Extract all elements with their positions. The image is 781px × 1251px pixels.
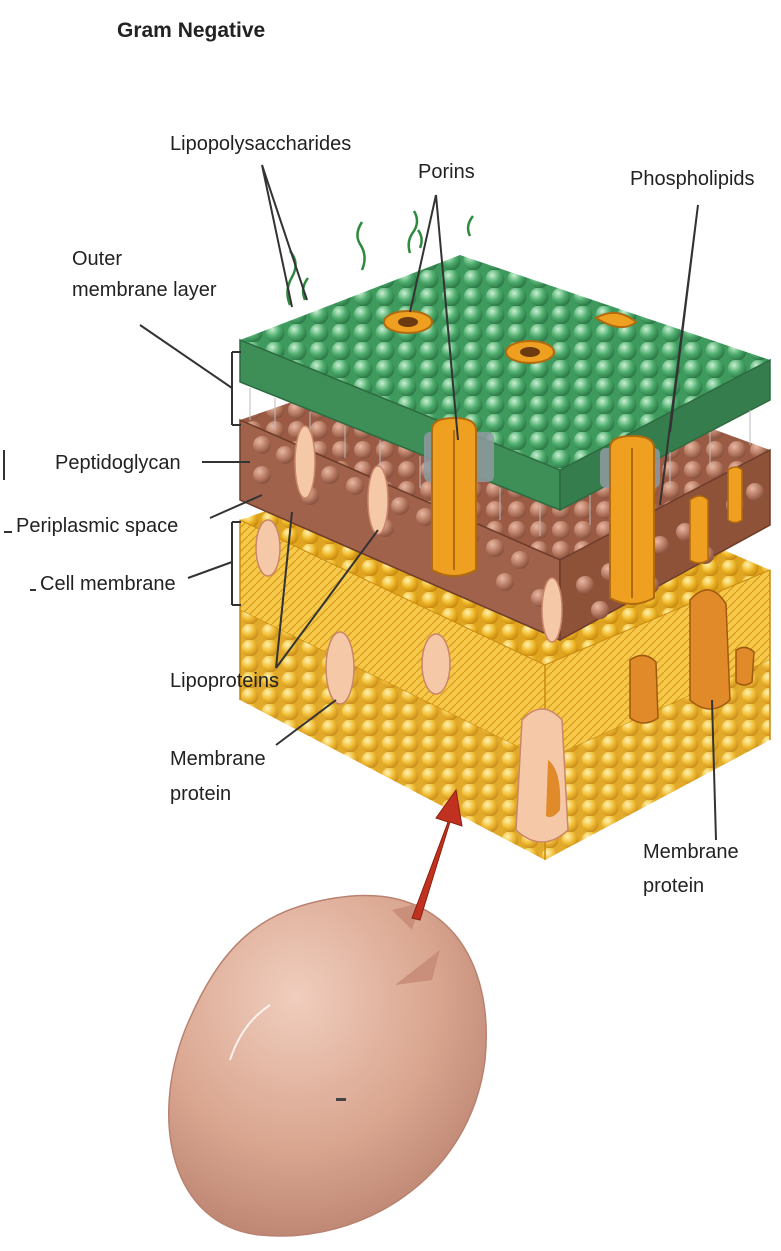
label-phospholipids: Phospholipids <box>630 168 755 190</box>
label-lipoproteins: Lipoproteins <box>170 670 279 692</box>
zoom-arrow <box>412 790 462 920</box>
diagram-title: Gram Negative <box>117 19 265 42</box>
label-membrane-protein-left-line1: Membrane <box>170 748 266 770</box>
bacterial-cell <box>169 895 487 1236</box>
label-porins: Porins <box>418 161 475 183</box>
label-cell-membrane: Cell membrane <box>40 573 176 595</box>
label-periplasmic-space: Periplasmic space <box>16 515 178 537</box>
label-outer-membrane-line2: membrane layer <box>72 279 217 301</box>
label-peptidoglycan: Peptidoglycan <box>55 452 181 474</box>
label-membrane-protein-left-line2: protein <box>170 783 231 805</box>
label-outer-membrane-line1: Outer <box>72 248 122 270</box>
label-lipopolysaccharides: Lipopolysaccharides <box>170 133 351 155</box>
label-membrane-protein-right-line2: protein <box>643 875 704 897</box>
label-membrane-protein-right-line1: Membrane <box>643 841 739 863</box>
dash-marks <box>4 532 36 590</box>
